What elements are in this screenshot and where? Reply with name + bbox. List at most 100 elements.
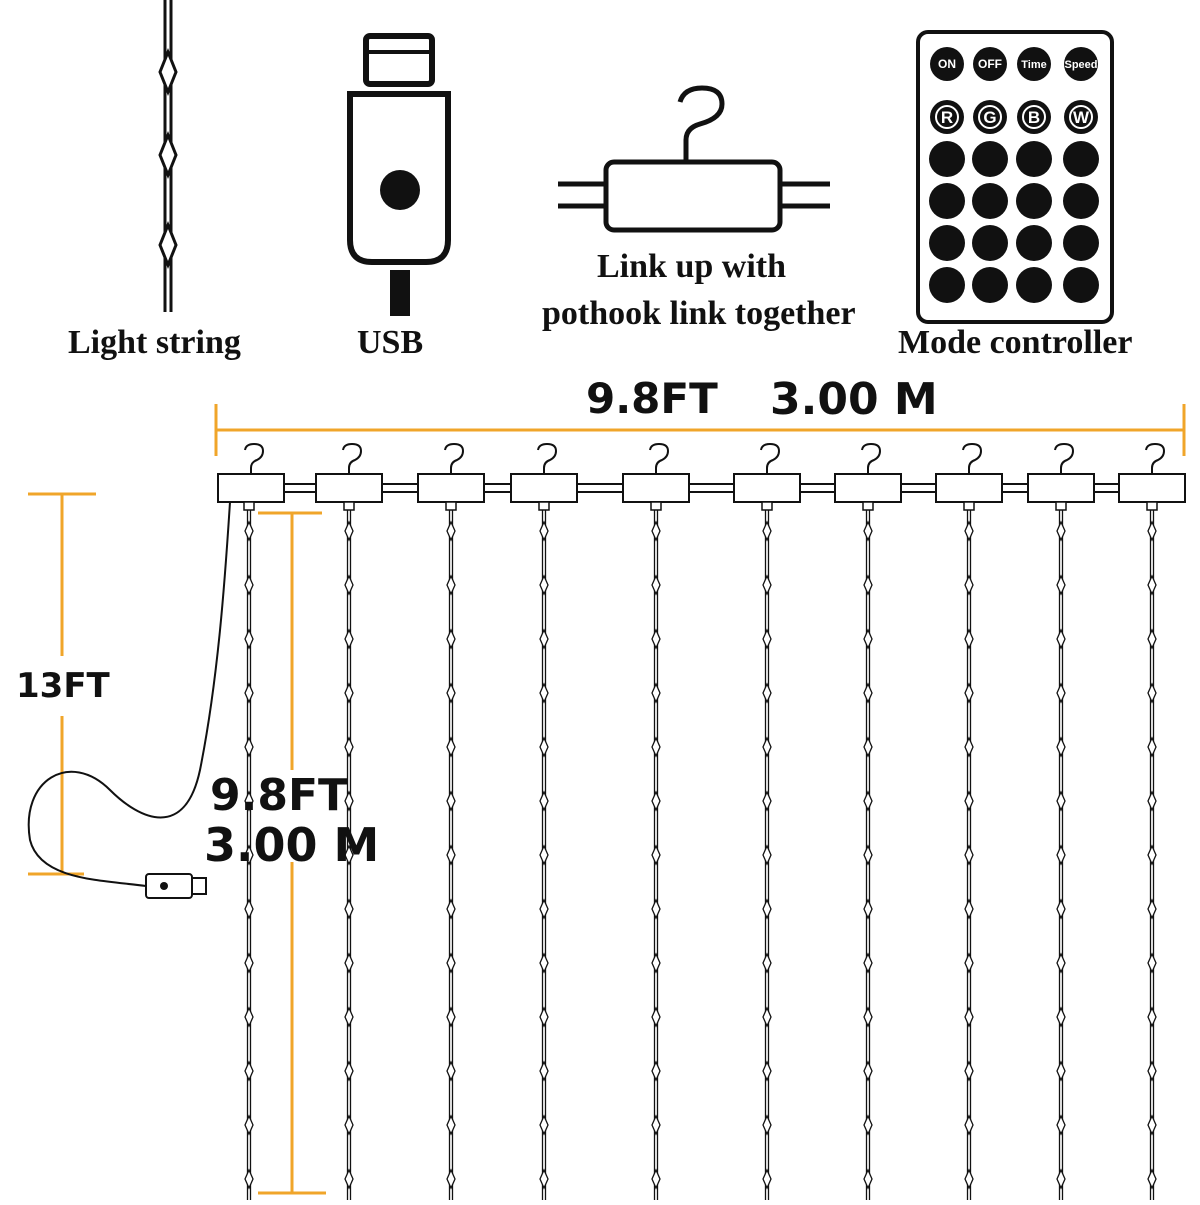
curtain-strand (622, 442, 690, 1200)
link-label-line1: Link up with (597, 248, 786, 285)
remote-blank-button (929, 183, 965, 219)
led-bulb (651, 1060, 661, 1082)
hook-icon (342, 442, 363, 474)
led-bulb (446, 844, 456, 866)
led-bulb (1147, 1006, 1157, 1028)
led-bulb (344, 736, 354, 758)
led-bulb (344, 574, 354, 596)
height-dimension-line (258, 511, 326, 1195)
remote-speed-button: Speed (1064, 47, 1098, 81)
led-bulb (539, 790, 549, 812)
led-bulb (539, 1060, 549, 1082)
led-bulb (762, 898, 772, 920)
hook-icon (244, 442, 265, 474)
led-bulb (651, 520, 661, 542)
led-bulb (244, 520, 254, 542)
led-bulb (762, 628, 772, 650)
curtain-strand (1027, 442, 1095, 1200)
led-bulb (539, 1006, 549, 1028)
led-bulb (1056, 574, 1066, 596)
led-bulb (244, 844, 254, 866)
led-bulb (651, 1114, 661, 1136)
led-bulb (651, 628, 661, 650)
remote-b-button: B (1017, 100, 1051, 134)
hook-icon (962, 442, 983, 474)
curtain-strand (733, 442, 801, 1200)
led-bulb (244, 736, 254, 758)
light-string-label: Light string (68, 324, 241, 361)
led-bulb (244, 682, 254, 704)
led-bulb (964, 790, 974, 812)
remote-blank-button (1063, 183, 1099, 219)
svg-text:ON: ON (938, 57, 956, 71)
svg-text:W: W (1073, 108, 1090, 127)
curtain-strand (510, 442, 578, 1200)
led-bulb (651, 682, 661, 704)
led-bulb (863, 682, 873, 704)
led-bulb (651, 952, 661, 974)
mode-controller-label: Mode controller (898, 324, 1133, 361)
led-bulb (539, 682, 549, 704)
led-bulb (762, 1114, 772, 1136)
led-bulb (964, 520, 974, 542)
led-bulb (1056, 682, 1066, 704)
led-bulb (539, 844, 549, 866)
curtain-clip (733, 473, 801, 503)
led-bulb (964, 1060, 974, 1082)
svg-text:R: R (941, 108, 953, 127)
led-bulb (651, 1168, 661, 1190)
led-bulb (863, 1006, 873, 1028)
remote-blank-button (1016, 267, 1052, 303)
led-bulb (344, 898, 354, 920)
led-bulb (762, 574, 772, 596)
hook-icon (1145, 442, 1166, 474)
led-bulb (863, 520, 873, 542)
led-bulb (863, 952, 873, 974)
led-bulb (244, 1006, 254, 1028)
led-bulb (344, 844, 354, 866)
led-bulb (651, 790, 661, 812)
led-bulb (1147, 1114, 1157, 1136)
led-bulb (446, 1114, 456, 1136)
led-bulb (1056, 1168, 1066, 1190)
led-bulb (244, 790, 254, 812)
led-bulb (244, 628, 254, 650)
led-bulb (539, 952, 549, 974)
led-bulb (964, 1006, 974, 1028)
curtain-strand (1118, 442, 1186, 1200)
led-bulb (539, 574, 549, 596)
remote-on-button: ON (930, 47, 964, 81)
led-bulb (762, 790, 772, 812)
led-bulb (446, 520, 456, 542)
light-string-icon (158, 0, 178, 312)
led-bulb (446, 1006, 456, 1028)
led-bulb (539, 628, 549, 650)
led-bulb (863, 790, 873, 812)
remote-blank-button (1016, 225, 1052, 261)
svg-text:G: G (983, 108, 996, 127)
remote-blank-button (929, 225, 965, 261)
led-bulb (1147, 628, 1157, 650)
led-bulb (651, 1006, 661, 1028)
led-bulb (651, 574, 661, 596)
width-dimension-line (214, 404, 1186, 456)
led-bulb (1056, 1060, 1066, 1082)
led-bulb (964, 1114, 974, 1136)
led-bulb (762, 520, 772, 542)
remote-g-button: G (973, 100, 1007, 134)
remote-blank-button (1063, 225, 1099, 261)
cable-length-label: 13FT (16, 666, 110, 706)
led-bulb (863, 628, 873, 650)
led-bulb (1056, 628, 1066, 650)
curtain-clip (834, 473, 902, 503)
led-bulb (244, 1168, 254, 1190)
led-bulb (344, 682, 354, 704)
led-bulb (344, 1168, 354, 1190)
led-bulb (964, 844, 974, 866)
led-bulb (964, 574, 974, 596)
led-bulb (539, 736, 549, 758)
led-bulb (244, 1114, 254, 1136)
led-bulb (863, 736, 873, 758)
